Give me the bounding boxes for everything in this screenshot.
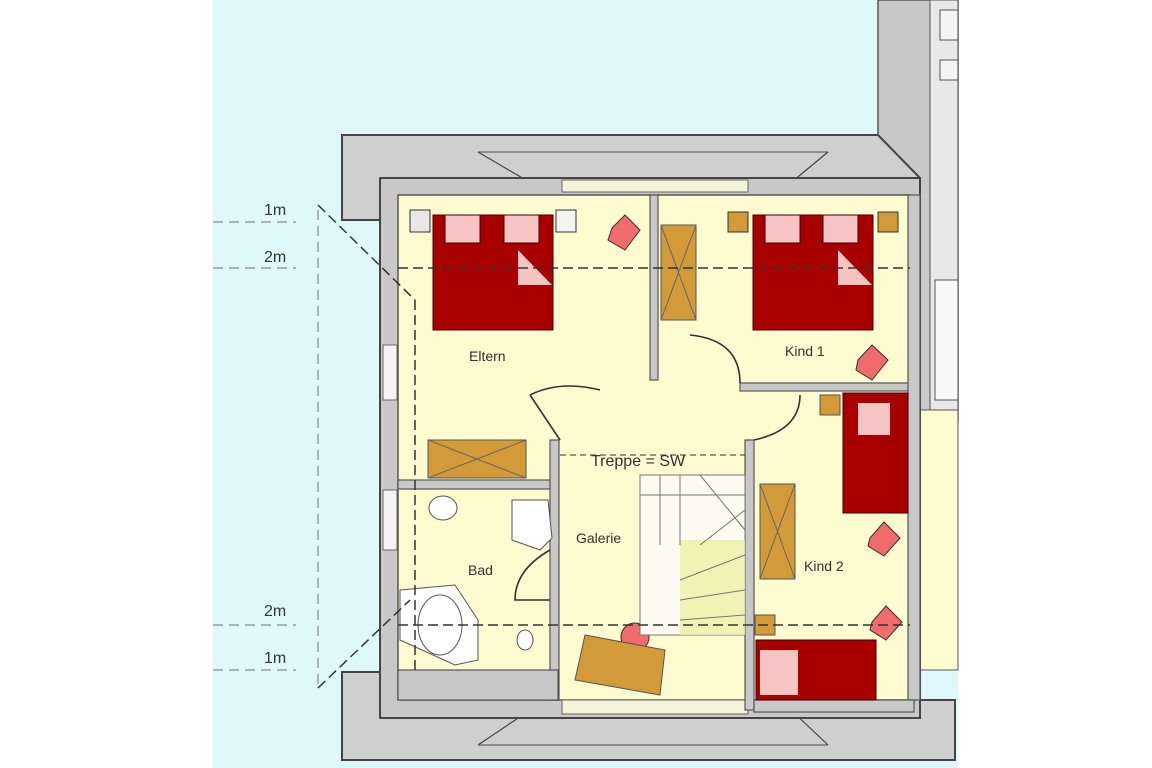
interior-walls — [397, 194, 921, 713]
room-label-kind2: Kind 2 — [804, 558, 844, 574]
height-mark-1m-bottom: 1m — [264, 650, 287, 667]
chairs — [607, 214, 903, 652]
room-label-bad: Bad — [468, 562, 493, 578]
height-mark-2m-top: 2m — [264, 249, 287, 266]
room-label-galerie: Galerie — [576, 530, 622, 546]
stair-note: Treppe = SW — [591, 453, 686, 470]
galerie-desk — [574, 634, 666, 696]
staircase — [639, 474, 746, 636]
eltern-bed — [409, 209, 577, 331]
height-mark-1m-top: 1m — [264, 202, 287, 219]
kind1-bed — [727, 211, 899, 331]
height-mark-2m-bottom: 2m — [264, 603, 287, 620]
room-label-kind1: Kind 1 — [785, 343, 825, 359]
bath-fixtures — [399, 495, 553, 666]
room-label-eltern: Eltern — [469, 348, 506, 364]
